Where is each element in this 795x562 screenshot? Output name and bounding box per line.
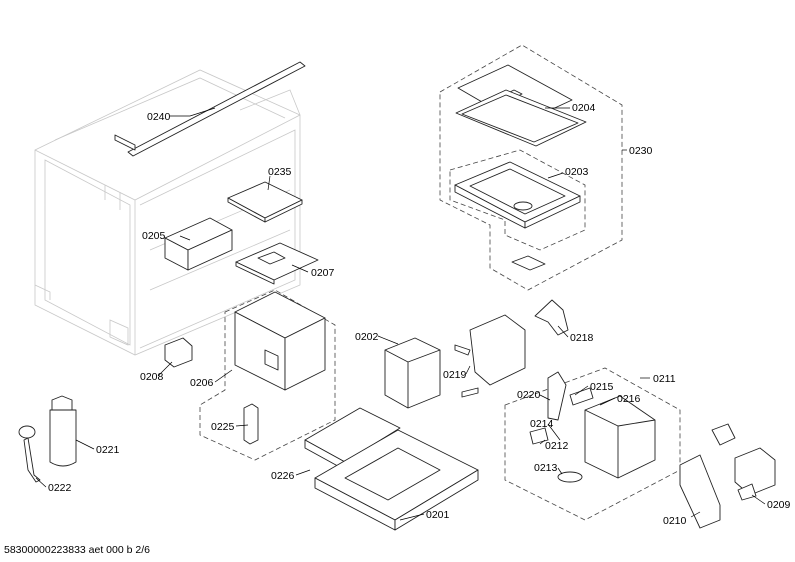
tray-part-0235 — [227, 181, 303, 223]
cover-part-0226 — [304, 407, 401, 471]
base-part-0201 — [314, 429, 479, 531]
label-0209: 0209 — [767, 499, 791, 511]
label-0203: 0203 — [565, 166, 589, 178]
drip-tray-part-0207 — [235, 242, 319, 285]
label-0204: 0204 — [572, 102, 596, 114]
leader-lines — [35, 107, 766, 521]
brew-unit-group-0211 — [504, 367, 681, 521]
holder-part-0209 — [734, 447, 776, 501]
label-0207: 0207 — [311, 267, 335, 279]
bean-container-group-0230 — [439, 44, 623, 291]
rail-part-0240 — [114, 61, 306, 157]
label-0208: 0208 — [140, 371, 164, 383]
cleaning-container-part-0221 — [49, 395, 77, 467]
label-0212: 0212 — [545, 440, 569, 452]
label-0210: 0210 — [663, 515, 687, 527]
funnel-part-0202 — [384, 337, 441, 409]
label-0226: 0226 — [271, 470, 295, 482]
measuring-spoon-part-0222 — [18, 425, 41, 483]
panel-part-0210 — [679, 423, 736, 529]
label-0215: 0215 — [590, 381, 614, 393]
label-0214: 0214 — [530, 418, 554, 430]
drawing-reference-number: 58300000223833 aet 000 b 2/6 — [4, 544, 150, 556]
label-0211: 0211 — [653, 373, 676, 385]
label-0201: 0201 — [426, 509, 450, 521]
label-0221: 0221 — [96, 444, 120, 456]
label-0220: 0220 — [517, 389, 541, 401]
label-0240: 0240 — [147, 111, 171, 123]
label-0235: 0235 — [268, 166, 292, 178]
label-0205: 0205 — [142, 230, 166, 242]
label-0206: 0206 — [190, 377, 214, 389]
label-0213: 0213 — [534, 462, 558, 474]
label-0219: 0219 — [443, 369, 467, 381]
clip-part-0208 — [164, 337, 193, 368]
label-0225: 0225 — [211, 421, 235, 433]
label-0218: 0218 — [570, 332, 594, 344]
container-part-0205 — [164, 217, 233, 271]
water-tank-group-0206 — [199, 289, 336, 461]
bracket-part-0219 — [454, 314, 526, 398]
label-0230: 0230 — [629, 145, 653, 157]
label-0222: 0222 — [48, 482, 72, 494]
label-0216: 0216 — [617, 393, 641, 405]
label-0202: 0202 — [355, 331, 379, 343]
lever-part-0218 — [534, 299, 569, 336]
